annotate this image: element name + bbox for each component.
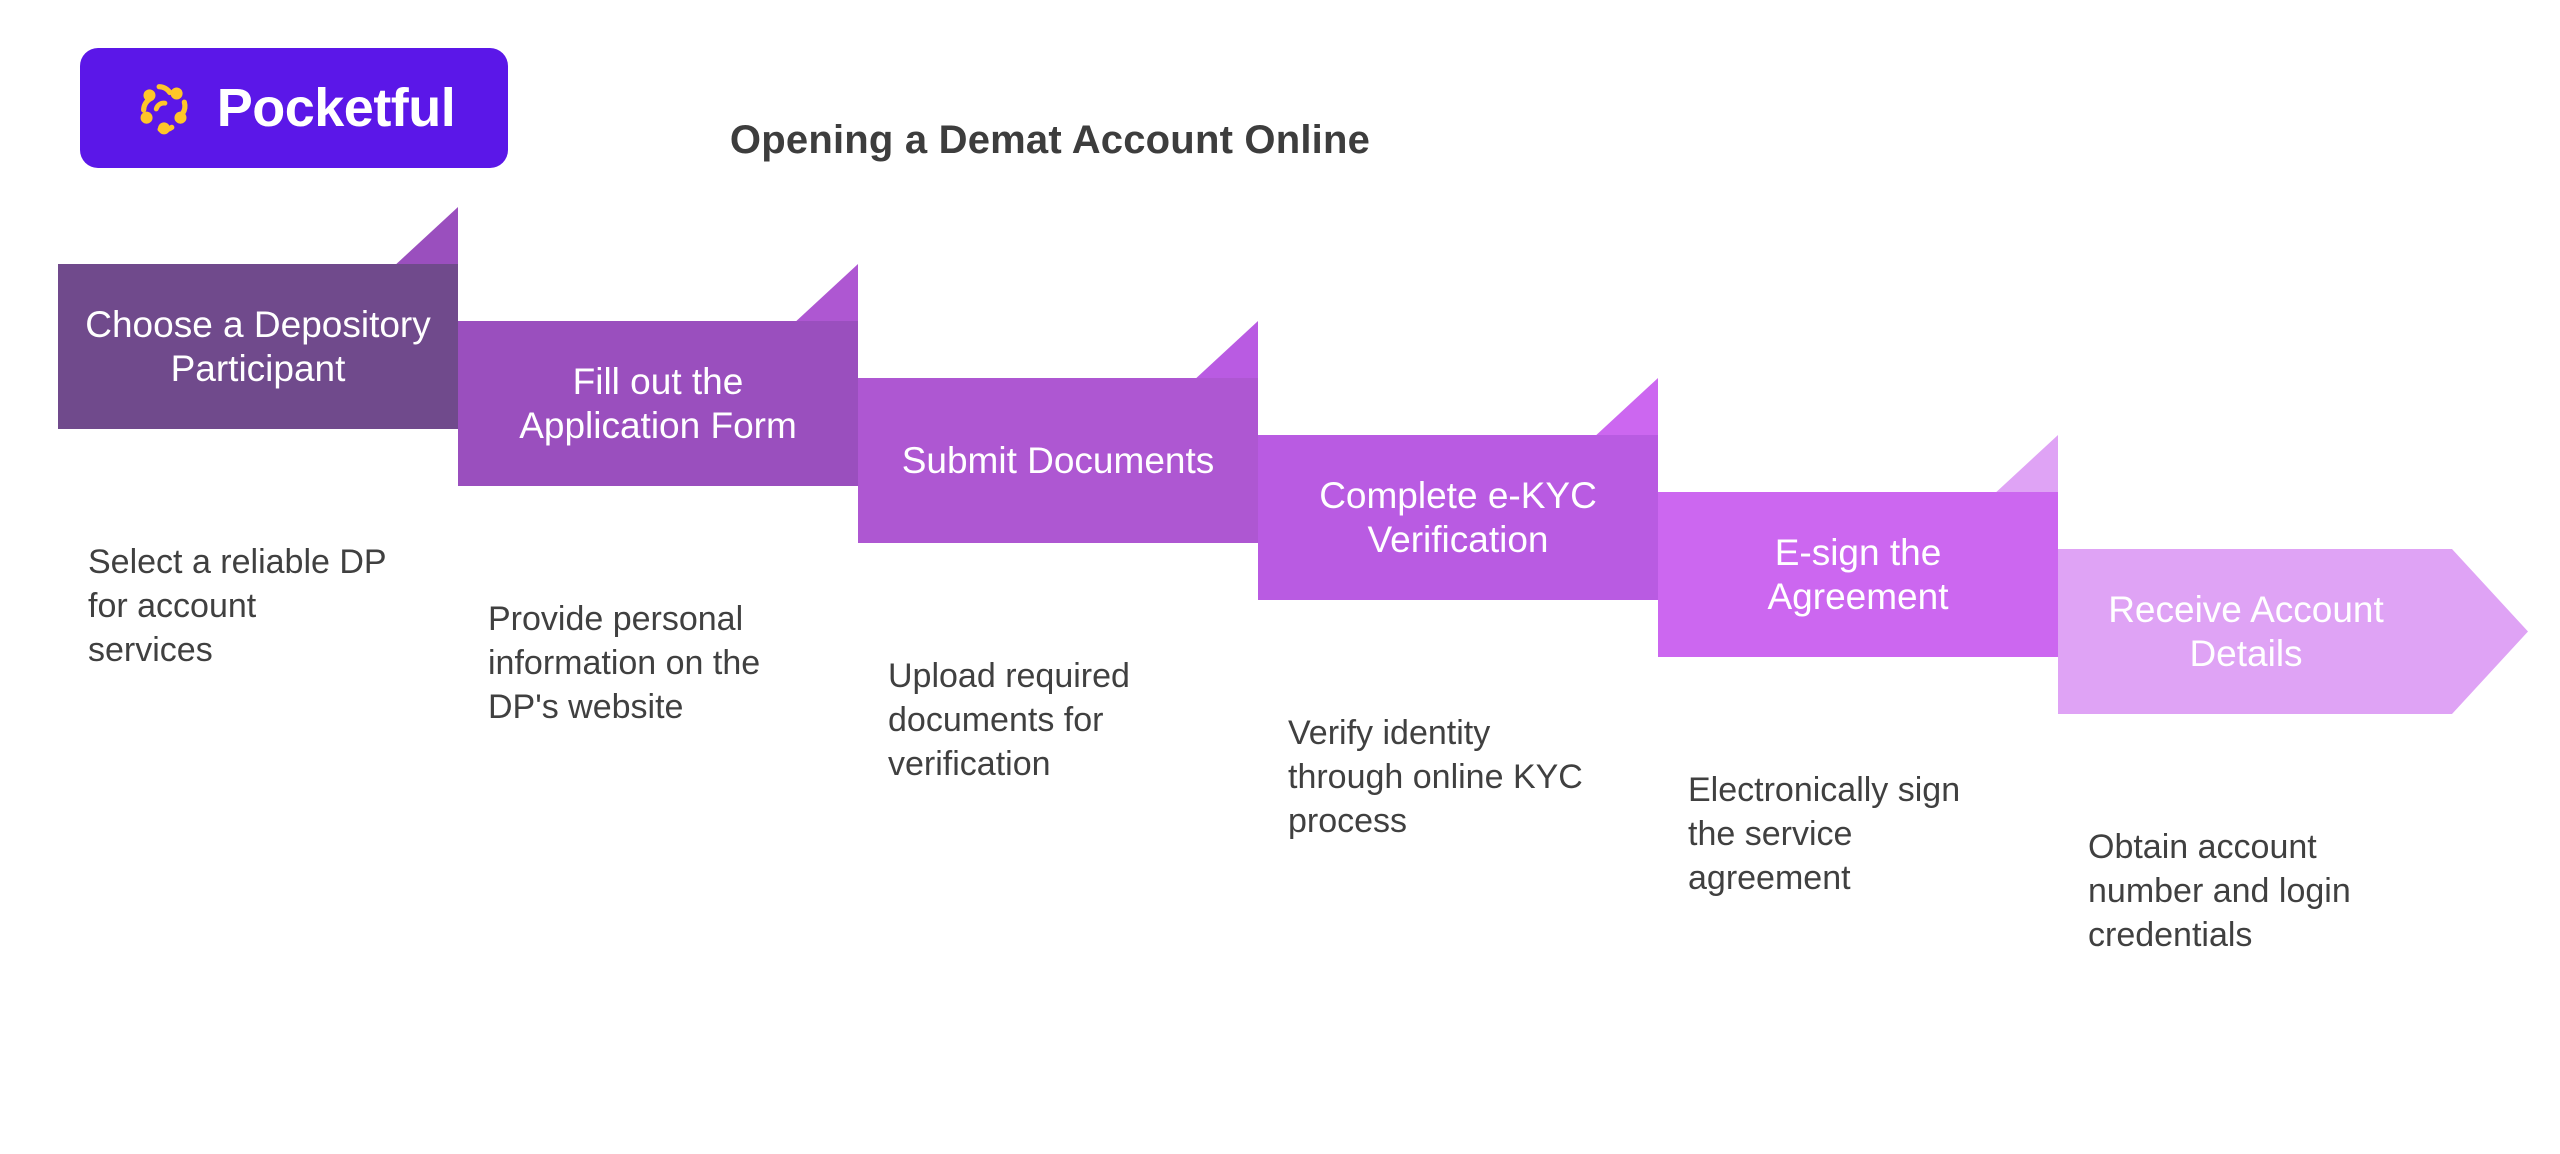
step-caption-3: Upload required documents for verificati… xyxy=(888,657,1130,784)
fold-triangle-icon xyxy=(392,207,458,268)
banner-fold-1 xyxy=(392,207,458,268)
step-banner-4: Complete e-KYC Verification xyxy=(1258,435,1658,600)
page-title: Opening a Demat Account Online xyxy=(729,118,1371,162)
step-banner-5: E-sign the Agreement xyxy=(1658,492,2058,657)
step-caption-1: Select a reliable DP for account service… xyxy=(88,543,386,670)
step-banner-2: Fill out the Application Form xyxy=(458,321,858,486)
pocketful-logo-badge[interactable]: Pocketful xyxy=(80,48,508,168)
fold-triangle-icon xyxy=(792,264,858,325)
fold-triangle-icon xyxy=(1592,378,1658,439)
banner-fold-4 xyxy=(1592,378,1658,439)
step-banner-3: Submit Documents xyxy=(858,378,1258,543)
step-caption-2: Provide personal information on the DP's… xyxy=(488,600,761,727)
brand-wordmark: Pocketful xyxy=(216,78,456,138)
step-caption-6: Obtain account number and login credenti… xyxy=(2088,828,2351,955)
banner-fold-5 xyxy=(1992,435,2058,496)
pinwheel-dots-icon xyxy=(140,84,188,135)
fold-triangle-icon xyxy=(1192,321,1258,382)
fold-triangle-icon xyxy=(1992,435,2058,496)
step-banner-1: Choose a Depository Participant xyxy=(58,264,458,429)
step-banner-6: Receive Account Details xyxy=(2058,549,2528,714)
banner-fold-2 xyxy=(792,264,858,325)
step-caption-4: Verify identity through online KYC proce… xyxy=(1288,714,1583,841)
banner-fold-3 xyxy=(1192,321,1258,382)
step-caption-5: Electronically sign the service agreemen… xyxy=(1688,771,1961,898)
